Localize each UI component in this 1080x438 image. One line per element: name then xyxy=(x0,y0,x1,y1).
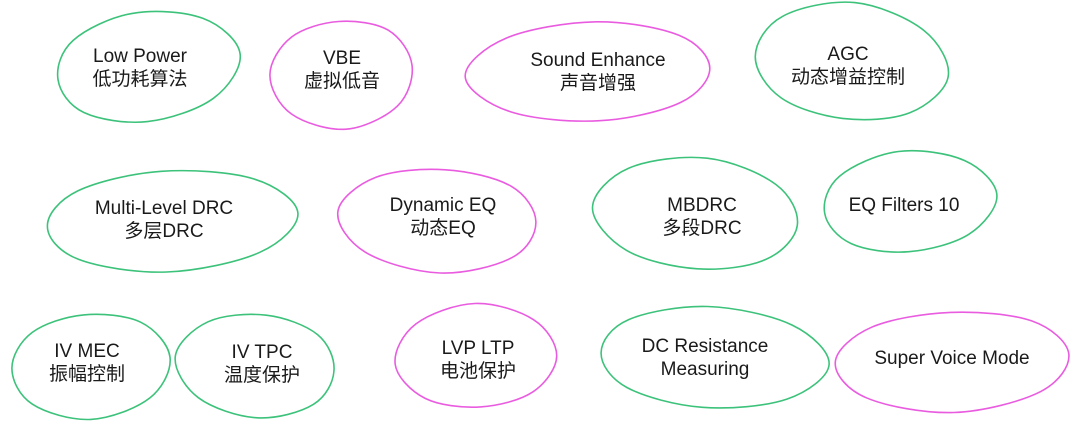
agc-blob-outline xyxy=(754,1,950,121)
vbe-label-line-2: 虚拟低音 xyxy=(303,71,380,92)
iv-tpc-blob-outline xyxy=(174,313,335,419)
iv-mec-label-line-2: 振幅控制 xyxy=(48,364,125,385)
low-power-label-line-2: 低功耗算法 xyxy=(92,69,188,90)
iv-tpc-label-line-2: 温度保护 xyxy=(223,365,300,386)
iv-tpc-label-line-1: IV TPC xyxy=(231,342,293,363)
lvp-ltp-blob-outline xyxy=(394,302,558,408)
agc-label-line-1: AGC xyxy=(827,44,869,65)
super-voice-label-line-1: Super Voice Mode xyxy=(874,347,1030,369)
mbdrc-blob-outline xyxy=(591,156,799,270)
dynamic-eq-label-line-2: 动态EQ xyxy=(410,218,476,239)
eq-filters-label: EQ Filters 10 xyxy=(764,165,1044,245)
mbdrc-label-line-2: 多段DRC xyxy=(662,218,742,239)
vbe-blob-outline xyxy=(269,20,414,131)
sound-enhance-label-line-2: 声音增强 xyxy=(559,73,636,94)
vbe-label-line-1: VBE xyxy=(322,48,362,69)
dc-resistance-label-line-1: DC Resistance xyxy=(641,336,769,357)
multi-level-drc-label-line-1: Multi-Level DRC xyxy=(94,198,234,219)
agc-label-line-2: 动态增益控制 xyxy=(790,67,905,88)
dc-resistance-blob-outline xyxy=(600,305,830,409)
sound-enhance-label-line-1: Sound Enhance xyxy=(530,50,666,71)
multi-level-drc-label-line-2: 多层DRC xyxy=(124,221,204,242)
dc-resistance-label-line-2: Measuring xyxy=(660,359,750,380)
low-power-blob-outline xyxy=(56,10,241,123)
super-voice-blob-outline xyxy=(834,311,1070,414)
mbdrc-label-line-1: MBDRC xyxy=(667,195,737,216)
lvp-ltp-label-line-1: LVP LTP xyxy=(441,338,515,359)
lvp-ltp-label-line-2: 电池保护 xyxy=(439,361,516,382)
eq-filters-blob-outline xyxy=(823,149,998,253)
dynamic-eq-label-line-1: Dynamic EQ xyxy=(389,195,497,216)
low-power-label-line-1: Low Power xyxy=(93,46,187,67)
dynamic-eq-blob-outline xyxy=(337,168,537,274)
sound-enhance-blob-outline xyxy=(464,20,711,122)
eq-filters-label-line-1: EQ Filters 10 xyxy=(848,194,960,216)
iv-mec-blob-outline xyxy=(11,313,171,421)
multi-level-drc-blob-outline xyxy=(46,169,299,273)
iv-mec-label-line-1: IV MEC xyxy=(54,341,120,362)
super-voice-label: Super Voice Mode xyxy=(812,318,1080,398)
